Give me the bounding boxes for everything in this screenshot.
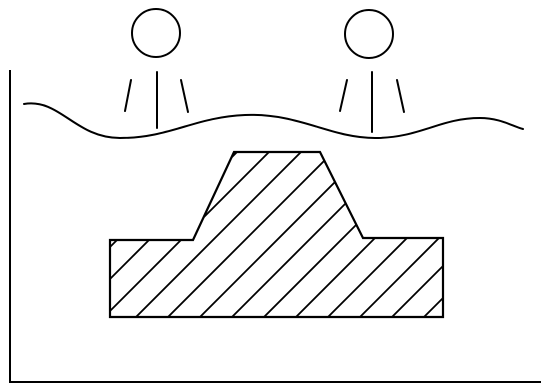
hatched-object xyxy=(108,150,445,319)
hatch-pattern xyxy=(110,152,443,317)
object-outline xyxy=(108,150,445,319)
light-source-left xyxy=(124,8,189,129)
light-bulb-icon xyxy=(131,8,181,58)
light-rays xyxy=(124,71,189,129)
light-bulb-icon xyxy=(344,9,394,59)
liquid-surface-wave xyxy=(23,102,524,139)
light-source-right xyxy=(339,9,405,133)
light-rays xyxy=(339,71,405,133)
